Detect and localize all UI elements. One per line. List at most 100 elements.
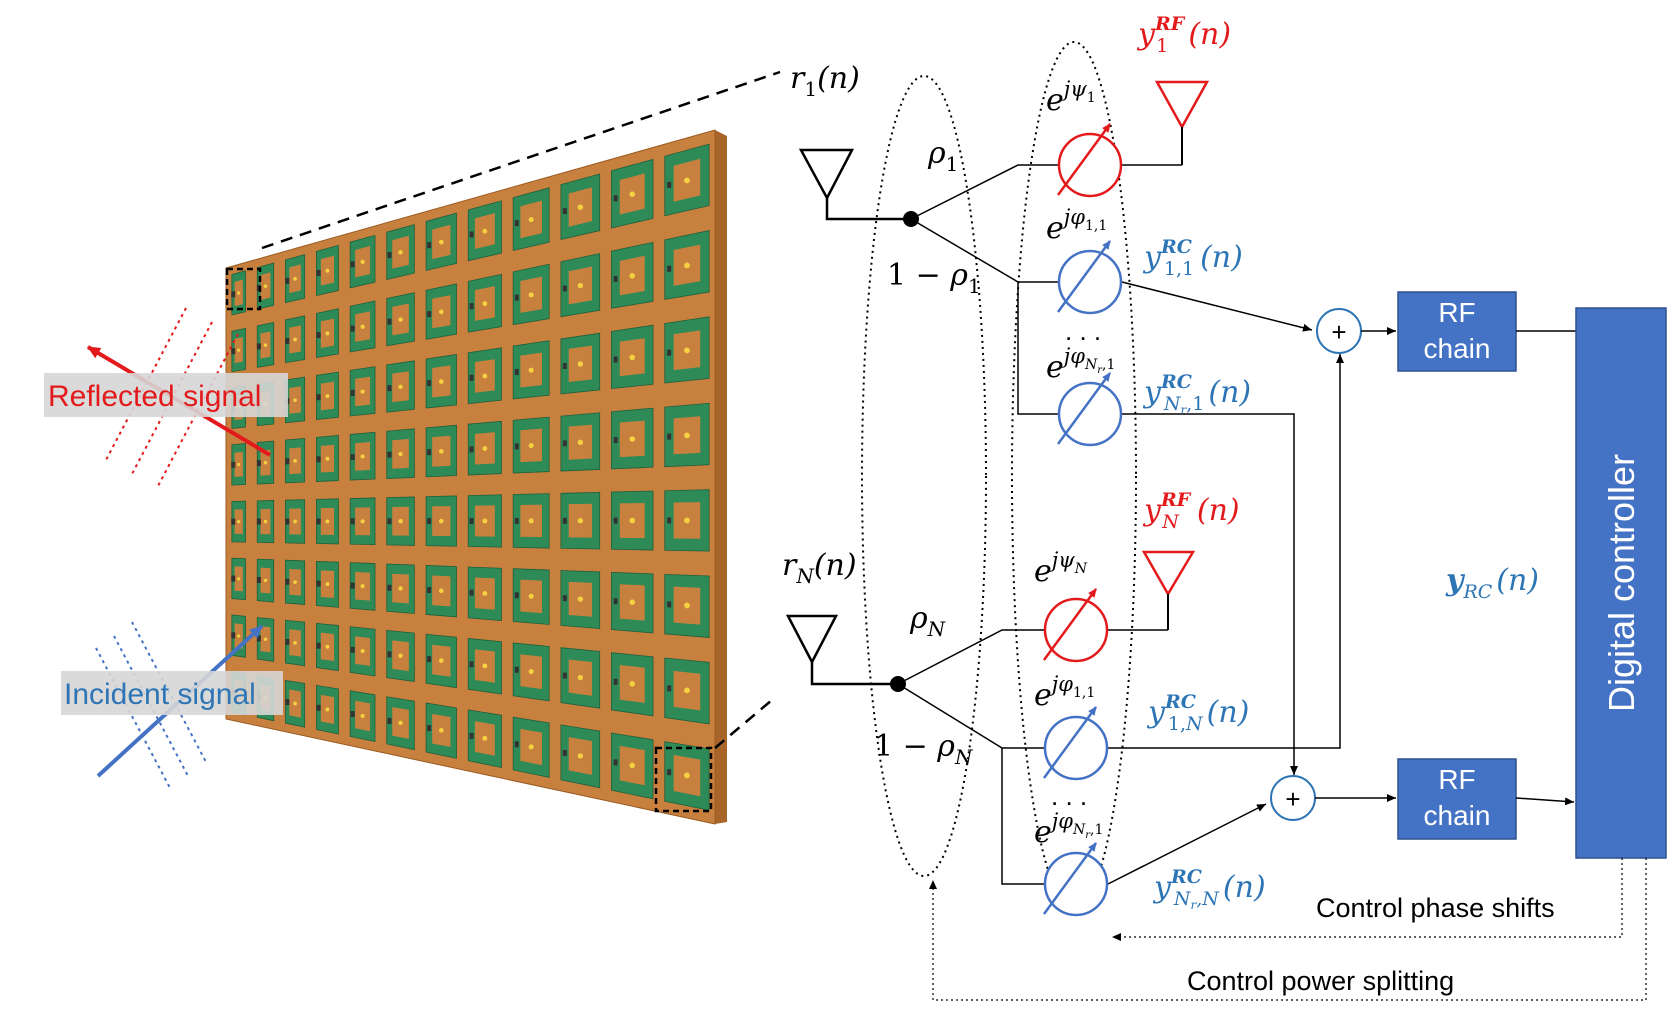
ris-element-feed — [438, 239, 444, 245]
ris-element-feed — [325, 456, 330, 461]
ris-panel — [225, 129, 727, 825]
ris-element-feed — [237, 520, 241, 524]
ris-element-gap — [285, 699, 290, 706]
rx-antenna-N — [785, 614, 894, 686]
ris-element-gap — [256, 518, 261, 525]
ris-element-gap — [427, 242, 432, 249]
ris-element-gap — [427, 380, 432, 387]
ris-element-gap — [285, 458, 290, 465]
ris-element-feed — [325, 582, 330, 587]
ris-element-gap — [231, 575, 236, 582]
ris-element-feed — [528, 367, 534, 373]
phase-shifter-rc-1-N — [1042, 706, 1109, 781]
ris-element-gap — [613, 437, 618, 444]
ris-element-gap — [427, 518, 432, 525]
phase-shifter-rf-1 — [1056, 123, 1123, 198]
adder-1: + — [1316, 308, 1362, 354]
ris-element-gap — [256, 635, 261, 642]
ris-element-gap — [514, 443, 519, 450]
phase-shifter-rc-1-1 — [1056, 240, 1123, 315]
ris-element-feed — [629, 272, 636, 279]
ris-element-gap — [427, 725, 432, 732]
ris-element-feed — [360, 584, 365, 589]
ris-element-gap — [387, 584, 392, 591]
ris-element-feed — [398, 384, 403, 389]
ris-element-feed — [263, 578, 268, 583]
wiring-group-1 — [910, 164, 1313, 775]
ris-element-feed — [293, 701, 297, 706]
wiring-group-N — [897, 354, 1344, 885]
label-r1: r1(n) — [790, 61, 860, 101]
ris-element-feed — [360, 519, 365, 524]
label-one-minus-rho1: 1 − ρ1 — [887, 258, 981, 298]
ris-element-gap — [256, 577, 261, 584]
ris-element-gap — [316, 704, 321, 711]
ris-element-gap — [613, 275, 618, 282]
ris-element-feed — [438, 379, 444, 384]
ris-element-feed — [293, 519, 297, 524]
ris-element-feed — [577, 282, 583, 289]
ris-element-feed — [325, 394, 330, 399]
ris-element-feed — [293, 458, 297, 463]
phase-shifter-ellipse — [1011, 41, 1137, 911]
ris-element-feed — [577, 361, 583, 367]
ris-element-gap — [285, 337, 290, 344]
ris-element-gap — [469, 661, 474, 668]
zoom-line-top — [261, 70, 781, 250]
reflected-signal-label: Reflected signal — [44, 373, 288, 417]
ris-element-gap — [562, 208, 567, 215]
ris-element-gap — [562, 285, 567, 292]
ris-element-gap — [514, 220, 519, 227]
ris-element-feed — [528, 216, 534, 223]
ris-element-gap — [667, 265, 672, 272]
ris-element-feed — [237, 348, 241, 352]
ris-element-feed — [629, 517, 636, 524]
ris-element-feed — [629, 599, 636, 606]
ris-element-feed — [577, 753, 583, 759]
ris-element-feed — [482, 735, 488, 741]
ris-element-gap — [514, 294, 519, 301]
ris-element-feed — [577, 674, 583, 681]
ris-element-feed — [398, 317, 403, 322]
ris-element-gap — [562, 440, 567, 447]
ris-element-gap — [667, 349, 672, 356]
svg-text:RF: RF — [1438, 297, 1475, 328]
ris-element-feed — [237, 291, 241, 295]
ris-element-feed — [438, 518, 444, 524]
ris-element-gap — [469, 732, 474, 739]
ris-element-feed — [360, 454, 365, 459]
ris-element-feed — [263, 519, 268, 524]
control-lines — [929, 858, 1647, 1001]
ris-element-feed — [528, 518, 534, 524]
ris-element-gap — [469, 518, 474, 525]
zoom-line-bottom — [714, 699, 773, 749]
ris-element-gap — [231, 291, 236, 298]
ris-element-gap — [285, 638, 290, 645]
ris-element-feed — [482, 518, 488, 524]
ris-element-gap — [613, 678, 618, 685]
ris-element-gap — [514, 741, 519, 748]
ris-element-gap — [316, 394, 321, 401]
ris-element-gap — [231, 518, 236, 525]
ris-element-feed — [263, 637, 268, 641]
svg-text:chain: chain — [1424, 333, 1491, 364]
ris-element-feed — [577, 518, 583, 524]
ris-element-feed — [293, 337, 297, 342]
ris-element-gap — [350, 261, 355, 268]
ris-element-gap — [231, 348, 236, 355]
phase-shifter-rc-Nr-N — [1042, 842, 1109, 917]
svg-text:Reflected signal: Reflected signal — [48, 380, 261, 413]
ris-element-gap — [667, 433, 672, 440]
ris-element-gap — [350, 389, 355, 396]
label-e-psiN: ejψN — [1034, 548, 1088, 589]
ris-element-feed — [528, 292, 534, 298]
ris-element-gap — [427, 587, 432, 594]
ris-element-gap — [514, 666, 519, 673]
ris-element-feed — [263, 461, 268, 465]
ris-element-gap — [469, 589, 474, 596]
ris-element-gap — [316, 580, 321, 587]
ris-element-feed — [577, 596, 583, 602]
ris-element-gap — [256, 343, 261, 350]
